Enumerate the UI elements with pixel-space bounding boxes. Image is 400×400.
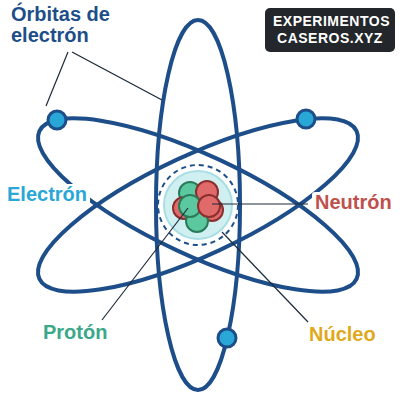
part-label: Electrón [4, 184, 90, 205]
part-label: Neutrón [312, 192, 395, 213]
leader-line [222, 232, 308, 322]
electron [218, 329, 236, 347]
leader-line [102, 208, 188, 320]
orbit [156, 20, 240, 390]
electron [48, 111, 66, 129]
part-label: Núcleo [306, 324, 379, 345]
electron [297, 110, 315, 128]
nucleons [173, 181, 223, 232]
electrons [48, 110, 315, 347]
logo-text: EXPERIMENTOS CASEROS.XYZ [273, 13, 387, 47]
part-label: Protón [40, 322, 110, 343]
logo-badge: EXPERIMENTOS CASEROS.XYZ [265, 8, 395, 52]
orbit-label: Órbitas de electrón [8, 4, 132, 46]
leader-line [212, 203, 308, 204]
leader-line [72, 52, 162, 100]
neutron [198, 195, 220, 217]
leader-line [46, 52, 68, 106]
nucleus-field [164, 171, 232, 239]
nucleus-boundary [158, 165, 238, 245]
